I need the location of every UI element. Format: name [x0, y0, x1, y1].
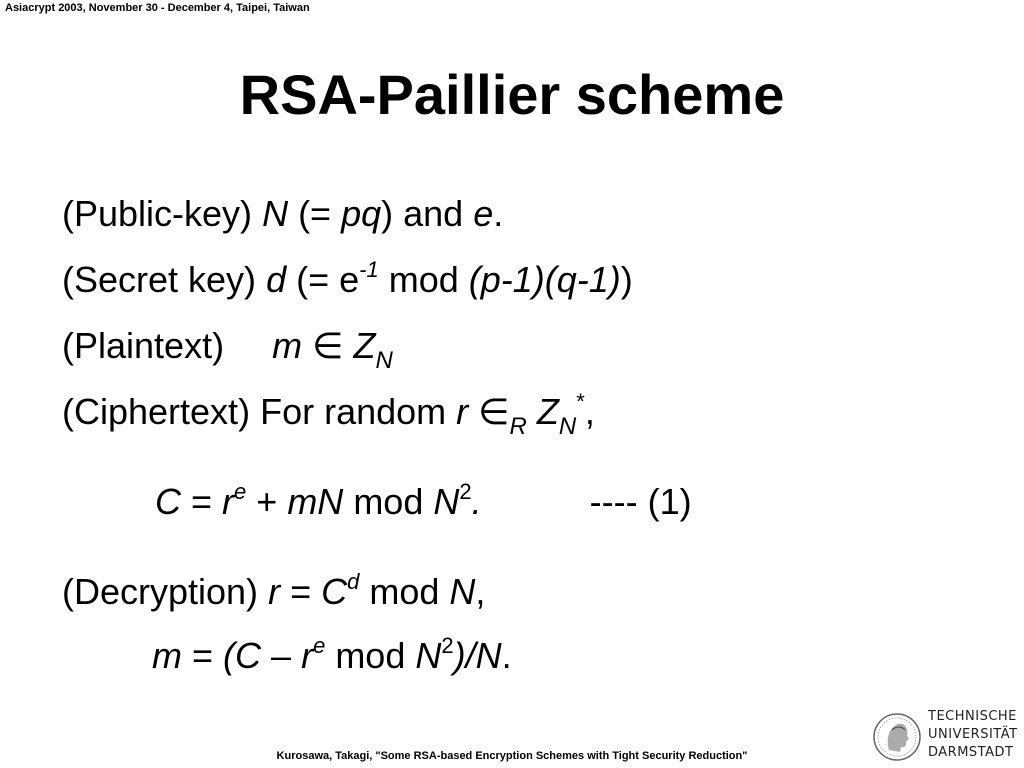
logo-line-3: DARMSTADT — [928, 745, 1014, 760]
plaintext-line: (Plaintext)m ∈ ZN — [62, 325, 393, 374]
slide-title: RSA-Paillier scheme — [239, 63, 785, 126]
slide-footer: Kurosawa, Takagi, "Some RSA-based Encryp… — [276, 750, 748, 762]
public-key-line: (Public-key) N (= pq) and e. — [62, 193, 504, 234]
slide-header: Asiacrypt 2003, November 30 - December 4… — [5, 2, 310, 14]
decryption-equation: m = (C – re mod N2)/N. — [152, 633, 512, 677]
university-name: TECHNISCHE UNIVERSITÄT DARMSTADT — [928, 708, 1018, 762]
encryption-equation: C = re + mN mod N2.---- (1) — [155, 479, 692, 523]
ciphertext-label: (Ciphertext) — [62, 391, 251, 432]
logo-line-2: UNIVERSITÄT — [928, 727, 1018, 742]
equation-number: ---- (1) — [589, 481, 692, 522]
secret-key-line: (Secret key) d (= e-1 mod (p-1)(q-1)) — [62, 257, 633, 301]
plaintext-label: (Plaintext) — [62, 325, 225, 366]
university-seal-icon — [873, 713, 921, 761]
public-key-label: (Public-key) — [62, 193, 253, 234]
decryption-line: (Decryption) r = Cd mod N, — [62, 569, 486, 613]
for-random-text: For random — [260, 391, 447, 432]
secret-key-label: (Secret key) — [62, 259, 257, 300]
logo-line-1: TECHNISCHE — [928, 709, 1017, 724]
decryption-label: (Decryption) — [62, 571, 259, 612]
university-logo: TECHNISCHE UNIVERSITÄT DARMSTADT — [872, 706, 1022, 766]
ciphertext-line: (Ciphertext) For random r ∈R ZN*, — [62, 389, 595, 440]
